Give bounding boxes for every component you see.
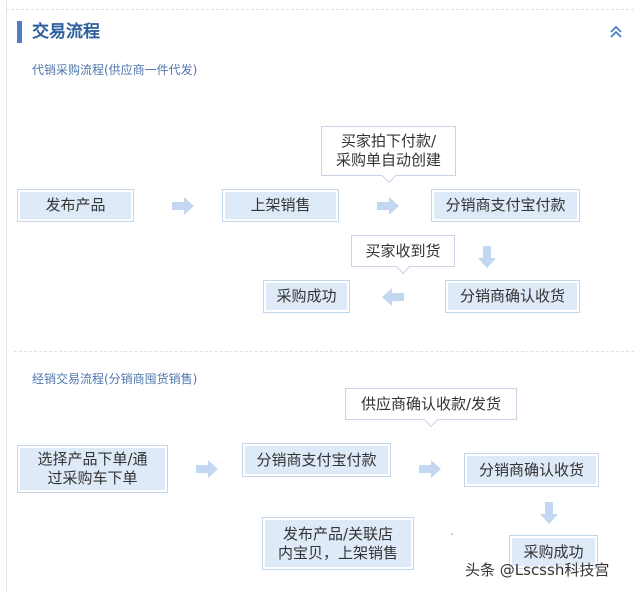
arrow-right-icon bbox=[419, 460, 441, 478]
bubble-buyer-pay: 买家拍下付款/ 采购单自动创建 bbox=[321, 126, 456, 176]
title-accent-bar bbox=[17, 21, 22, 43]
box-distributor-pay-2: 分销商支付宝付款 bbox=[242, 443, 391, 477]
arrow-right-icon bbox=[172, 197, 194, 215]
dot-marker bbox=[451, 533, 453, 535]
section-title: 交易流程 bbox=[32, 22, 100, 42]
collapse-icon[interactable] bbox=[608, 24, 624, 40]
box-publish-product: 发布产品 bbox=[17, 189, 134, 222]
box-select-order-line1: 选择产品下单/通 bbox=[37, 450, 148, 468]
section-divider bbox=[14, 351, 634, 352]
arrow-right-icon bbox=[196, 460, 218, 478]
arrow-down-icon bbox=[478, 246, 496, 268]
arrow-left-icon bbox=[382, 288, 404, 306]
box-distributor-pay: 分销商支付宝付款 bbox=[431, 189, 580, 222]
bubble-buyer-received: 买家收到货 bbox=[351, 235, 455, 267]
box-distributor-confirm: 分销商确认收货 bbox=[445, 280, 580, 313]
box-purchase-success: 采购成功 bbox=[263, 280, 350, 313]
arrow-down-icon bbox=[540, 502, 558, 524]
box-publish-link-line2: 内宝贝，上架销售 bbox=[277, 543, 398, 562]
box-publish-link-line1: 发布产品/关联店 bbox=[282, 524, 394, 543]
dropship-subtitle: 代销采购流程(供应商一件代发) bbox=[32, 63, 198, 77]
arrow-right-icon bbox=[377, 197, 399, 215]
box-select-order-line2: 过采购车下单 bbox=[47, 469, 138, 487]
box-listing: 上架销售 bbox=[222, 189, 339, 222]
bubble-buyer-pay-line2: 采购单自动创建 bbox=[335, 151, 441, 169]
bubble-supplier-confirm: 供应商确认收款/发货 bbox=[345, 388, 517, 420]
box-select-order: 选择产品下单/通 过采购车下单 bbox=[17, 445, 168, 493]
watermark: 头条 @Lscssh科技宫 bbox=[465, 561, 610, 579]
box-publish-link: 发布产品/关联店 内宝贝，上架销售 bbox=[262, 517, 414, 570]
box-purchase-success-2: 采购成功 bbox=[509, 535, 598, 569]
panel-frame bbox=[6, 0, 635, 591]
bubble-buyer-pay-line1: 买家拍下付款/ bbox=[340, 132, 437, 150]
top-divider bbox=[6, 9, 634, 10]
box-distributor-confirm-2: 分销商确认收货 bbox=[464, 453, 599, 487]
distribution-subtitle: 经销交易流程(分销商囤货销售) bbox=[32, 372, 198, 386]
